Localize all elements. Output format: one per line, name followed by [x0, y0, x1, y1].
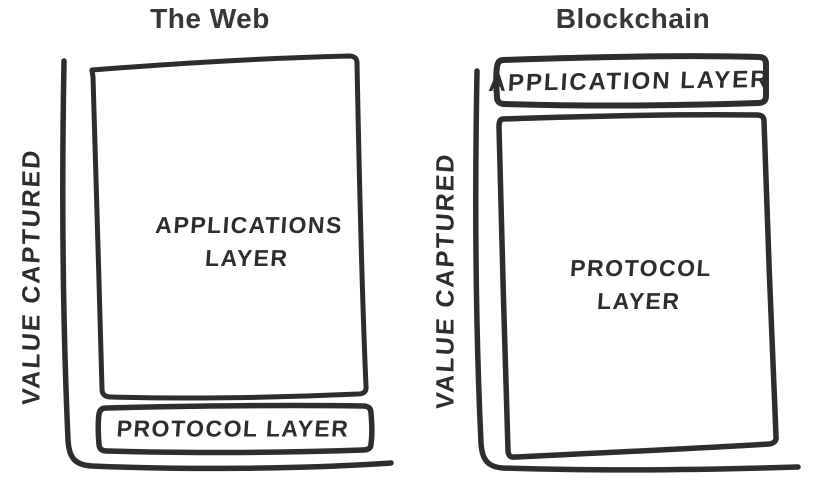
- blockchain-axis-line: [473, 68, 801, 473]
- blockchain-application-box: [493, 53, 769, 109]
- web-protocol-layer-label: PROTOCOL LAYER: [115, 415, 351, 442]
- blockchain-protocol-layer-label-line2: LAYER: [596, 288, 682, 314]
- blockchain-panel-title: Blockchain: [555, 3, 711, 34]
- web-axis-label: VALUE CAPTURED: [17, 147, 46, 407]
- blockchain-application-layer-label: APPLICATION LAYER: [487, 66, 771, 97]
- web-applications-layer-label-line1: APPLICATIONS: [154, 212, 344, 238]
- blockchain-protocol-layer-label: PROTOCOL LAYER: [567, 252, 714, 318]
- web-applications-layer-label-line2: LAYER: [204, 245, 290, 271]
- web-axis-line: [60, 58, 394, 472]
- web-panel-title: The Web: [150, 3, 270, 34]
- web-applications-layer-label: APPLICATIONS LAYER: [152, 209, 344, 275]
- web-applications-box: [89, 53, 369, 401]
- blockchain-protocol-box: [496, 111, 779, 460]
- blockchain-protocol-layer-label-line1: PROTOCOL: [569, 255, 714, 281]
- web-protocol-box: [95, 402, 375, 456]
- blockchain-axis-label: VALUE CAPTURED: [431, 151, 460, 411]
